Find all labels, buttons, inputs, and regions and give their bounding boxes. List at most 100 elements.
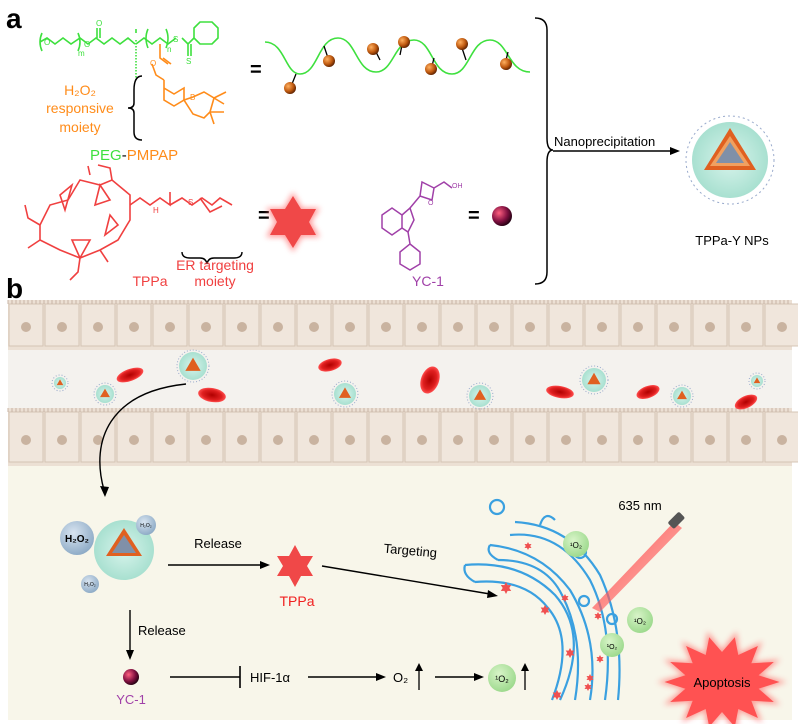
cell-nucleus xyxy=(597,322,607,332)
red-blood-cell xyxy=(318,358,342,372)
cell-nucleus xyxy=(165,322,175,332)
vessel-lumen xyxy=(8,350,792,408)
atom-o: O xyxy=(84,40,90,49)
nanoparticle-corona xyxy=(331,380,359,408)
singlet-oxygen-bubbles xyxy=(563,531,653,657)
h2o2-label-small: H₂O₂ xyxy=(140,523,151,529)
drug-ball xyxy=(456,38,468,50)
release-label-yc1: Release xyxy=(138,623,186,638)
cell-nucleus xyxy=(417,435,427,445)
panel-a-label: a xyxy=(6,3,22,34)
drug-ball xyxy=(500,58,512,70)
moiety-text: moiety xyxy=(59,119,100,135)
cell-nucleus xyxy=(57,322,67,332)
tppa-star-icon xyxy=(500,582,512,594)
singlet-o2-label: ¹O₂ xyxy=(495,674,509,684)
nanoprecipitation-label: Nanoprecipitation xyxy=(554,134,655,149)
endothelial-cell xyxy=(440,411,476,463)
arrowhead xyxy=(521,663,529,671)
tppa-star-icon xyxy=(565,648,575,658)
red-blood-cell xyxy=(734,394,758,410)
nanoparticle-corona xyxy=(466,382,494,410)
cell-nucleus xyxy=(489,322,499,332)
yc1-ball-icon xyxy=(492,206,512,226)
blood-contents xyxy=(51,349,766,410)
cell-nucleus xyxy=(129,435,139,445)
nanoparticle-icon xyxy=(685,115,775,205)
polymer-chain-schematic xyxy=(264,36,531,94)
cell-nucleus xyxy=(561,322,571,332)
atom-o: O xyxy=(44,38,50,47)
singlet-oxygen-bubble xyxy=(600,633,624,657)
cell-nucleus xyxy=(633,322,643,332)
cell-nucleus xyxy=(525,435,535,445)
tppa-star-icon xyxy=(524,542,532,550)
drug-ball xyxy=(284,82,296,94)
cell-nucleus xyxy=(453,322,463,332)
hif-label: HIF-1α xyxy=(250,670,291,685)
large-bracket xyxy=(534,17,554,285)
er-targeting-label: ER targeting xyxy=(176,257,254,273)
arrowhead xyxy=(415,663,423,671)
singlet-oxygen-bubble xyxy=(627,607,653,633)
atom-oh: OH xyxy=(452,183,463,190)
boronate-atom-labels: O B xyxy=(150,59,195,102)
nanoparticle-core xyxy=(185,357,201,371)
o2-label: O₂ xyxy=(393,670,408,685)
red-blood-cell xyxy=(636,385,660,399)
drug-ball xyxy=(425,63,437,75)
atom-h: H xyxy=(153,206,159,215)
red-blood-cell xyxy=(198,387,226,403)
atom-s: S xyxy=(186,57,191,66)
h2o2-responsive-label: H₂O₂ responsive moiety xyxy=(46,82,114,135)
tppa-labels: TPPa ER targeting moiety xyxy=(132,257,253,289)
cell-nucleus xyxy=(777,322,787,332)
red-blood-cell xyxy=(546,385,574,399)
atom-s: S xyxy=(188,198,193,207)
tppa-structure xyxy=(24,164,233,281)
cell-nucleus xyxy=(741,322,751,332)
nanoparticle-corona xyxy=(176,349,210,383)
nanoparticle-core xyxy=(677,390,687,400)
cell-nucleus xyxy=(453,435,463,445)
nanoparticle-core xyxy=(338,387,352,398)
equals-sign: = xyxy=(258,205,270,227)
nanoparticle-corona xyxy=(748,372,766,390)
nanoparticle-core xyxy=(473,389,487,400)
laser-beam xyxy=(592,522,682,612)
targeting-label: Targeting xyxy=(383,541,438,561)
cell-nucleus xyxy=(345,322,355,332)
cell-nucleus xyxy=(273,435,283,445)
atom-s: S xyxy=(173,35,178,44)
tppa-label: TPPa xyxy=(132,273,167,289)
h2o2-label: H₂O₂ xyxy=(65,534,89,545)
cell-nucleus xyxy=(669,435,679,445)
nanoparticle-core xyxy=(753,377,761,384)
extravasation-arrow xyxy=(99,383,187,491)
tppa-label: TPPa xyxy=(279,593,314,609)
atom-o: O xyxy=(96,19,102,28)
cell-nucleus xyxy=(21,435,31,445)
endoplasmic-reticulum xyxy=(463,498,621,701)
arrowhead xyxy=(670,147,680,155)
atom-o: O xyxy=(428,200,434,207)
tppa-star-icon xyxy=(586,674,594,682)
boronate-moiety-structure xyxy=(151,63,227,125)
panel-b-label: b xyxy=(6,273,23,304)
responsive-text: responsive xyxy=(46,100,114,116)
polymer-atom-labels: O O O m n S S xyxy=(44,19,191,66)
nanoparticle-corona xyxy=(51,374,69,392)
red-blood-cell xyxy=(420,366,440,394)
equals-sign: = xyxy=(468,205,480,227)
er-tppa-stars xyxy=(500,542,604,700)
cell-nucleus xyxy=(705,322,715,332)
tppa-star-icon xyxy=(540,605,550,615)
h2o2-label-small: H₂O₂ xyxy=(84,582,95,588)
yc1-label: YC-1 xyxy=(116,692,146,707)
atom-o: O xyxy=(150,59,156,68)
nanoparticle-corona xyxy=(579,365,609,395)
subscript-n: n xyxy=(167,45,171,54)
peg-pmpap-structure xyxy=(39,21,219,80)
laser-icon xyxy=(668,512,685,529)
cell-nucleus xyxy=(201,435,211,445)
